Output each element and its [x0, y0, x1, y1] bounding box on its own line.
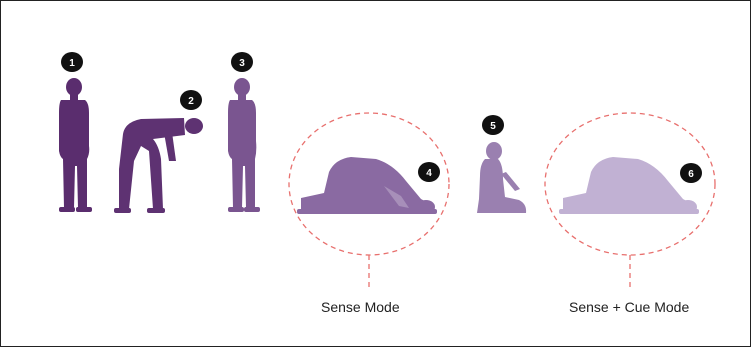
figure-prostrating-4 [297, 157, 437, 214]
step-badge-2: 2 [180, 90, 202, 110]
svg-text:5: 5 [490, 121, 496, 132]
step-badge-3: 3 [231, 52, 253, 72]
svg-text:3: 3 [239, 58, 245, 69]
figure-bowing-2 [114, 118, 203, 213]
svg-text:2: 2 [188, 96, 194, 107]
step-badge-5: 5 [482, 115, 504, 135]
figure-sitting-5 [477, 142, 526, 213]
figure-standing-3 [228, 78, 260, 212]
step-badge-4: 4 [418, 162, 440, 182]
sense-cue-mode-label: Sense + Cue Mode [569, 299, 689, 315]
figure-standing-1 [59, 78, 92, 212]
svg-text:6: 6 [688, 169, 694, 180]
step-badge-1: 1 [61, 52, 83, 72]
svg-text:4: 4 [426, 168, 432, 179]
sense-mode-label: Sense Mode [321, 299, 400, 315]
figure-prostrating-6 [559, 157, 699, 214]
svg-text:1: 1 [69, 58, 75, 69]
step-badge-6: 6 [680, 163, 702, 183]
